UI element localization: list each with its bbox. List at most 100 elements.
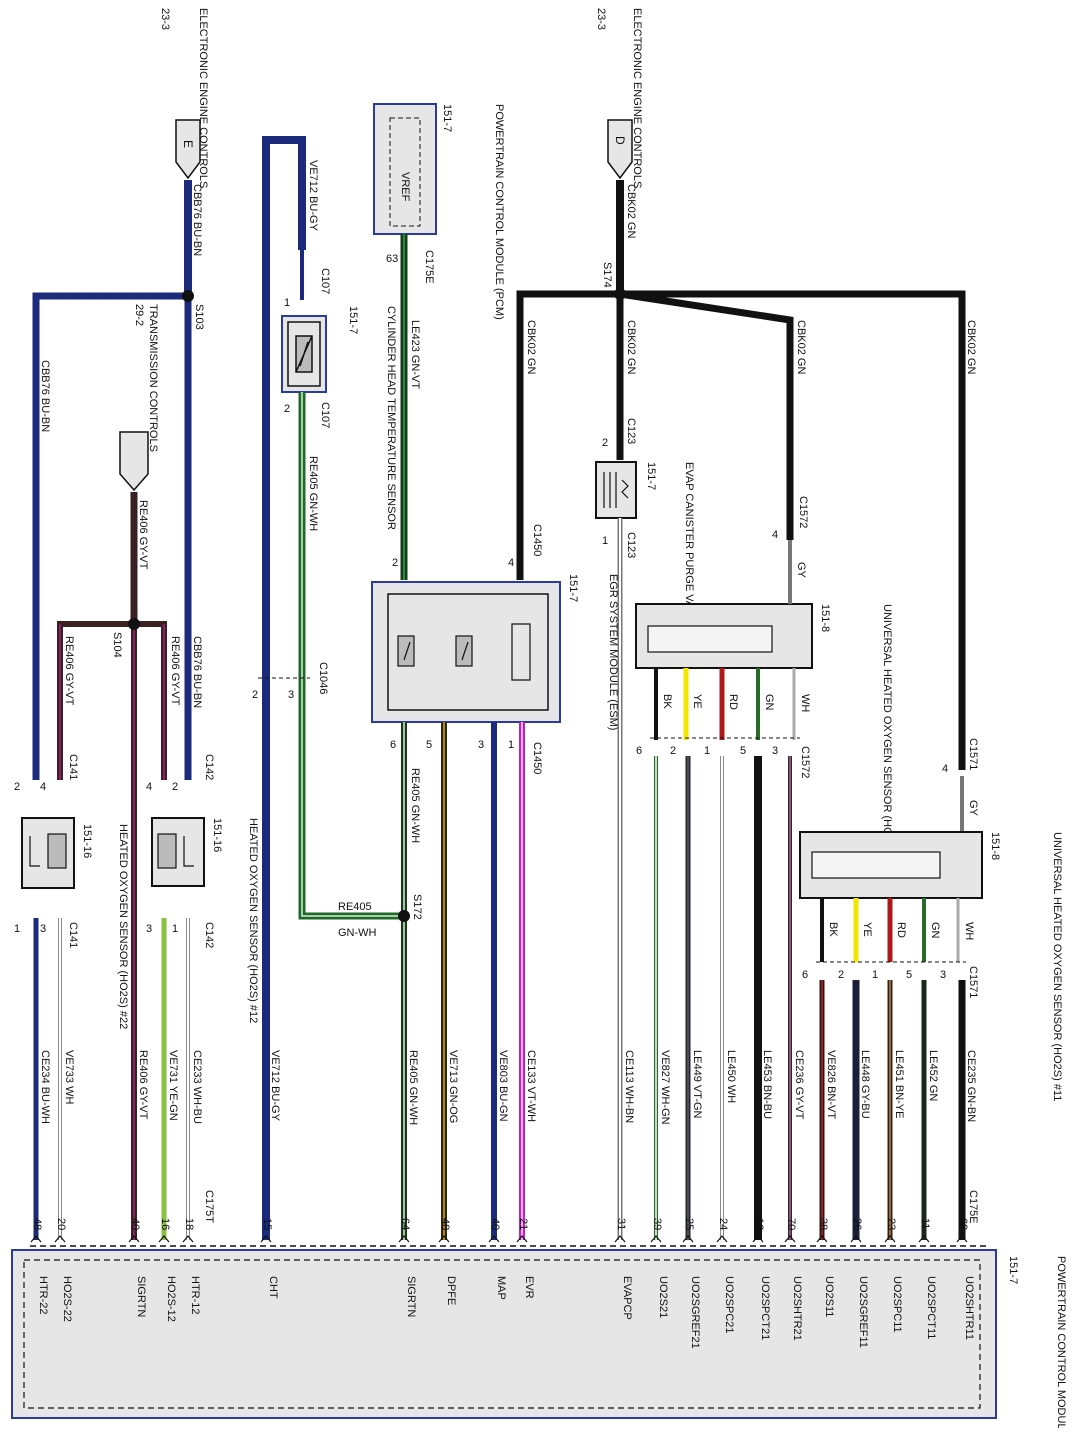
pcm-top-module[interactable] (373, 103, 437, 235)
evap-pin-2: 2 (602, 437, 608, 449)
pcm-pin-number: 40 (129, 1218, 141, 1230)
trans-ref-page: 29-2 (133, 304, 145, 326)
uho21-lead-gn: GN (763, 694, 775, 711)
esm-page: 151-7 (567, 574, 579, 602)
c1046-pin-2: 2 (252, 689, 258, 701)
wire-circuit-label: LE450 WH (725, 1050, 737, 1103)
cht-sensor-page: 151-7 (347, 306, 359, 334)
eec-ref-right-page: 23-3 (595, 8, 607, 30)
ho22-harness (33, 918, 62, 1240)
pcm-pin-number: 12 (753, 1218, 765, 1230)
wire-label-cbk02-u11: CBK02 GN (965, 320, 977, 374)
pcm-pin-number: 64 (399, 1218, 411, 1230)
pcm-pin-number: 15 (261, 1218, 273, 1230)
ho22-page: 151-16 (81, 824, 93, 858)
pcm-pin-number: 16 (159, 1218, 171, 1230)
pin-arrow (918, 1235, 930, 1243)
pin-arrow (716, 1235, 728, 1243)
ho12-c142-top: C142 (203, 754, 215, 780)
esm-pin-2-top: 2 (392, 557, 398, 569)
wire-circuit-label: RE406 GY-VT (137, 1050, 149, 1120)
pcm-signal-name: SIGRTN (405, 1276, 417, 1317)
pcm-signal-name: UO2SPCT21 (759, 1276, 771, 1340)
uho11-pin-3: 3 (940, 969, 946, 981)
ho22-name: HEATED OXYGEN SENSOR (HO2S) #22 (117, 824, 129, 1029)
pcm-signal-name: HO2S-12 (165, 1276, 177, 1322)
pin-arrow (784, 1235, 796, 1243)
wire-label-ve712: VE712 BU-GY (307, 160, 319, 232)
uho21-harness (654, 756, 792, 1240)
wire-ve712 (262, 136, 306, 1240)
pcm-pin-number: 20 (55, 1218, 67, 1230)
pin-arrow (438, 1235, 450, 1243)
ho12-c142-bottom: C142 (203, 922, 215, 948)
wire-label-re406-top: RE406 GY-VT (137, 500, 149, 570)
wire-circuit-label: VE803 BU-GN (497, 1050, 509, 1122)
wire-circuit-label: VE826 BN-VT (825, 1050, 837, 1119)
cht-c107-bottom: C107 (319, 402, 331, 428)
pin-arrow (30, 1235, 42, 1243)
ho12-harness (161, 918, 190, 1240)
pin-arrow (128, 1235, 140, 1243)
wire-label-re405-a: RE405 GN-WH (307, 456, 319, 531)
wire-circuit-label: RE405 GN-WH (407, 1050, 419, 1125)
ho22-pin-4: 4 (40, 781, 46, 793)
wire-label-re405-h: RE405 (338, 901, 372, 913)
uho11-lead-wh: WH (963, 922, 975, 940)
esm-pin-3: 3 (478, 739, 484, 751)
pcm-signal-name: UO2SPC11 (891, 1276, 903, 1333)
uho11-lead-rd: RD (895, 922, 907, 938)
splice-s172-label: S172 (411, 894, 423, 920)
uho11-pin-2: 2 (838, 969, 844, 981)
esm-pin-4-top: 4 (508, 557, 514, 569)
offpage-connector-re406[interactable] (119, 431, 149, 492)
uho21-c1572-bottom: C1572 (799, 746, 811, 778)
pcm-signal-name: HTR-12 (189, 1276, 201, 1315)
pcm-pin-number: 48 (31, 1218, 43, 1230)
wire-re406 (57, 492, 167, 1240)
esm-sensor-icon (397, 623, 531, 681)
ho12-pin-1: 1 (172, 923, 178, 935)
wire-circuit-label: CE236 GY-VT (793, 1050, 805, 1120)
pin-arrow (614, 1235, 626, 1243)
splice-s103 (182, 290, 194, 302)
wire-label-cbk02-evap: CBK02 GN (625, 320, 637, 374)
offpage-connector-d[interactable] (607, 119, 633, 180)
ho12-name: HEATED OXYGEN SENSOR (HO2S) #12 (247, 818, 259, 1023)
pin-arrow (158, 1235, 170, 1243)
uho21-lead-bk: BK (661, 694, 673, 709)
wire-cbb76 (32, 180, 192, 780)
splice-s174-label: S174 (601, 262, 613, 288)
ho22-c141-top: C141 (67, 754, 79, 780)
uho11-lead-bk: BK (827, 922, 839, 937)
wire-circuit-label: LE453 BN-BU (761, 1050, 773, 1119)
splice-s103-label: S103 (193, 304, 205, 330)
offpage-connector-e[interactable] (175, 119, 201, 180)
pcm-pin-number: 38 (817, 1218, 829, 1230)
wire-circuit-label: VE827 WH-GN (659, 1050, 671, 1125)
splice-s174 (614, 288, 626, 300)
wire-label-cbb76-right: CBB76 BU-BN (191, 636, 203, 708)
uho11-page: 151-8 (989, 832, 1001, 860)
bottom-c175t: C175T (203, 1190, 215, 1223)
uho21-pin-3: 3 (772, 745, 778, 757)
pcm-bottom-module[interactable] (11, 1249, 997, 1419)
pcm-pin-number: 24 (717, 1218, 729, 1230)
wire-circuit-label: CE235 GN-BN (965, 1050, 977, 1122)
uho21-page: 151-8 (819, 604, 831, 632)
pcm-pin-number: 11 (919, 1218, 931, 1229)
pcm-pin-number: 39 (651, 1218, 663, 1230)
pcm-bottom-inner (23, 1259, 981, 1409)
pin-arrow (956, 1235, 968, 1243)
uho21-pin-5: 5 (740, 745, 746, 757)
uho21-pin-4-top: 4 (772, 529, 778, 541)
ho22-pin-1: 1 (14, 923, 20, 935)
offpage-connector-d-label: D (613, 136, 627, 145)
pcm-top-page: 151-7 (441, 104, 453, 132)
wire-label-cbk02-u21: CBK02 GN (795, 320, 807, 374)
eec-ref-right: ELECTRONIC ENGINE CONTROLS 23-3 (595, 8, 643, 188)
ho12-module[interactable] (151, 817, 205, 887)
uho21-lead-ye: YE (691, 694, 703, 709)
uho21-pin-6: 6 (636, 745, 642, 757)
